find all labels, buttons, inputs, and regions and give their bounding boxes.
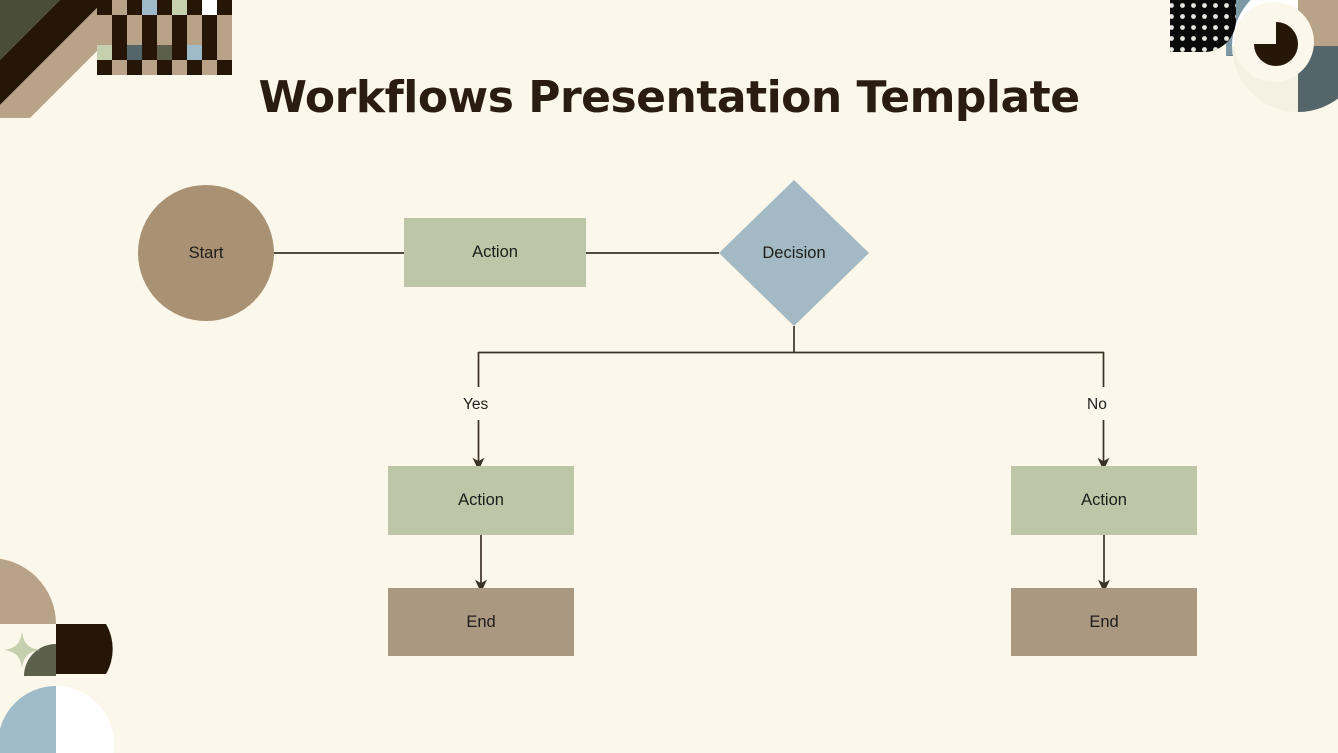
flowchart-label-start: Start (188, 243, 224, 262)
flowchart-label-action-right: Action (1081, 491, 1127, 509)
flowchart-label-action-top: Action (472, 243, 518, 261)
flowchart-node-start[interactable] (138, 185, 274, 321)
flowchart-node-end-left[interactable] (388, 588, 574, 656)
flowchart-label-action-left: Action (458, 491, 504, 509)
flowchart-node-action-top[interactable] (404, 218, 586, 287)
flowchart-label-end-right: End (1089, 612, 1119, 631)
flowchart-node-action-left[interactable] (388, 466, 574, 535)
flowchart-branch-label-yes: Yes (463, 396, 489, 413)
flowchart-branch-label-no: No (1087, 396, 1107, 413)
flowchart-label-decision: Decision (762, 243, 826, 262)
flowchart-node-action-right[interactable] (1011, 466, 1197, 535)
page-title: Workflows Presentation Template (258, 72, 1080, 123)
flowchart-node-end-right[interactable] (1011, 588, 1197, 656)
flowchart-label-end-left: End (466, 612, 496, 631)
